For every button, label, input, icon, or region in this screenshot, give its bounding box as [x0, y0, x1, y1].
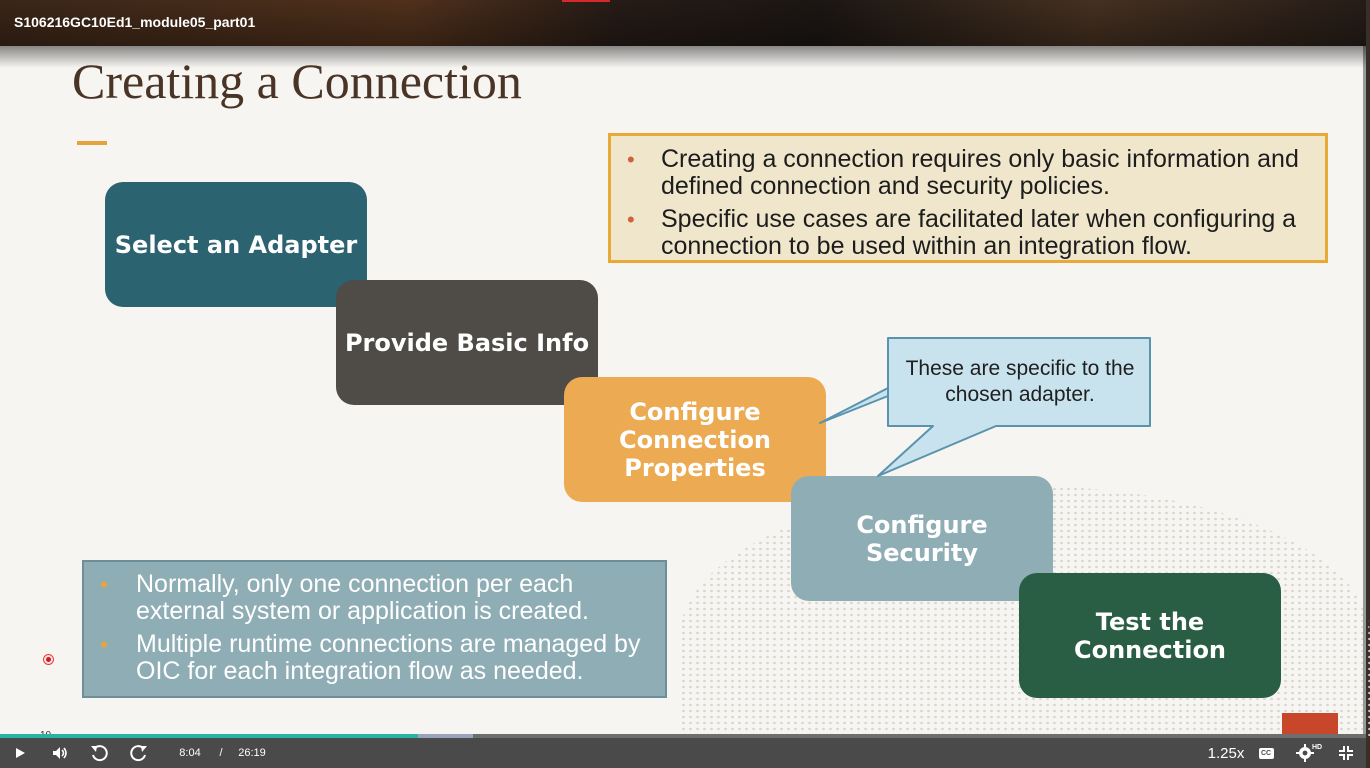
- step-label: Configure: [629, 397, 761, 426]
- play-button[interactable]: [8, 738, 32, 768]
- fullscreen-exit-icon: [1339, 746, 1353, 760]
- note-bullet: • Normally, only one connection per each …: [100, 571, 653, 625]
- step-label: Connection: [618, 425, 772, 454]
- bullet-icon: •: [627, 207, 635, 232]
- step-provide-basic-info: Provide Basic Info: [336, 280, 598, 405]
- step-label: Provide Basic Info: [344, 328, 590, 357]
- info-box: • Creating a connection requires only bas…: [608, 133, 1328, 263]
- step-label: Connection: [1073, 635, 1227, 664]
- note-bullet: • Multiple runtime connections are manage…: [100, 631, 653, 685]
- step-configure-connection-properties: Configure Connection Properties: [564, 377, 826, 502]
- callout-text: These are specific to the chosen adapter…: [905, 357, 1135, 406]
- volume-button[interactable]: [48, 738, 72, 768]
- settings-button[interactable]: [1294, 738, 1316, 768]
- rewind-button[interactable]: [86, 738, 112, 768]
- forward-icon: [130, 745, 147, 762]
- info-bullet: • Creating a connection requires only bas…: [627, 146, 1313, 200]
- bullet-icon: •: [100, 632, 108, 657]
- slide-edge: [1363, 46, 1366, 734]
- step-label: Security: [865, 538, 979, 567]
- progress-played: [0, 734, 418, 738]
- video-title: S106216GC10Ed1_module05_part01: [14, 14, 256, 30]
- step-test-connection: Test the Connection: [1019, 573, 1281, 698]
- playback-speed-button[interactable]: 1.25x: [1207, 744, 1245, 762]
- title-accent-rule: [77, 141, 107, 145]
- logo-badge: [1282, 713, 1338, 734]
- video-title-bar: S106216GC10Ed1_module05_part01: [0, 0, 1366, 46]
- volume-icon: [53, 747, 67, 759]
- step-select-adapter: Select an Adapter: [105, 182, 367, 307]
- info-bullet-text: Creating a connection requires only basi…: [661, 145, 1299, 200]
- duration: 26:19: [238, 747, 266, 759]
- slide-title: Creating a Connection: [72, 53, 522, 109]
- forward-button[interactable]: [126, 738, 152, 768]
- captions-icon: CC: [1258, 747, 1274, 759]
- player-controls: 8:04 / 26:19 1.25x CC: [0, 738, 1366, 768]
- mouse-pointer-highlight: [43, 654, 54, 665]
- bullet-icon: •: [627, 147, 635, 172]
- fullscreen-exit-button[interactable]: [1334, 738, 1358, 768]
- rewind-icon: [91, 745, 108, 762]
- slide: Creating a Connection • Creating a connec…: [0, 46, 1370, 741]
- gear-icon: [1296, 744, 1314, 762]
- step-label: Configure: [856, 510, 988, 539]
- note-bullet-text: Normally, only one connection per each e…: [136, 570, 589, 625]
- step-label: Select an Adapter: [114, 230, 358, 259]
- step-label: Properties: [624, 453, 766, 482]
- current-time: 8:04: [179, 747, 201, 759]
- play-icon: [16, 748, 25, 758]
- progress-bar[interactable]: [0, 734, 1366, 738]
- note-box: • Normally, only one connection per each …: [82, 560, 667, 698]
- bullet-icon: •: [100, 572, 108, 597]
- note-bullet-text: Multiple runtime connections are managed…: [136, 630, 641, 685]
- recording-indicator: [562, 0, 610, 2]
- time-separator: /: [219, 747, 223, 759]
- step-label: Test the: [1095, 607, 1205, 636]
- step-configure-security: Configure Security: [791, 476, 1053, 601]
- title-bar-shadow: [0, 46, 1366, 68]
- info-bullet-text: Specific use cases are facilitated later…: [661, 205, 1297, 260]
- callout-bubble: [819, 337, 1151, 477]
- info-bullet: • Specific use cases are facilitated late…: [627, 206, 1313, 260]
- hd-badge: HD: [1311, 744, 1324, 751]
- captions-button[interactable]: CC: [1256, 738, 1276, 768]
